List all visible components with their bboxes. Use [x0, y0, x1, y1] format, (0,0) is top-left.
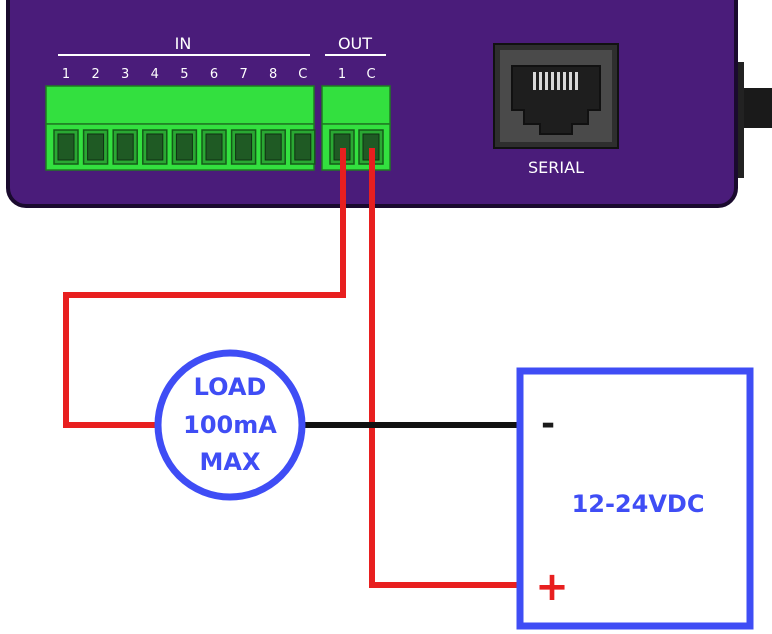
out-terminal-block	[321, 85, 391, 171]
serial-contact	[563, 72, 566, 90]
terminal-screw	[112, 129, 138, 165]
in-terminal-block	[45, 85, 316, 171]
pin-label-7: 7	[239, 67, 247, 82]
serial-port-contacts	[533, 72, 578, 90]
load: LOAD 100mA MAX	[154, 349, 306, 501]
terminal-screw	[201, 129, 227, 165]
pin-label-8: 8	[269, 67, 277, 82]
serial-port: SERIAL	[493, 43, 619, 177]
serial-label: SERIAL	[528, 158, 584, 177]
terminal-screw	[171, 129, 198, 165]
in-pin-labels: 1 2 3 4 5 6 7 8 C	[62, 67, 307, 82]
wires	[63, 148, 518, 588]
serial-contact	[539, 72, 542, 90]
in-header-label: IN	[175, 34, 192, 53]
serial-contact	[533, 72, 536, 90]
terminal-screw	[260, 129, 286, 165]
out-header: OUT	[325, 34, 386, 56]
pin-label-3: 3	[121, 67, 129, 82]
pin-label-6: 6	[210, 67, 218, 82]
pin-label-1: 1	[338, 67, 346, 82]
power-supply: - 12-24VDC +	[516, 367, 754, 630]
wire-outc-to-supply-plus	[369, 148, 518, 588]
pin-label-4: 4	[151, 67, 159, 82]
serial-contact	[545, 72, 548, 90]
supply-minus-sign: -	[541, 404, 555, 444]
load-label-line3: MAX	[200, 448, 261, 476]
in-terminal-screws	[53, 129, 316, 165]
serial-contact	[551, 72, 554, 90]
terminal-screw	[82, 129, 109, 165]
terminal-screw	[53, 129, 79, 165]
terminal-screw	[142, 129, 168, 165]
pin-label-c: C	[366, 67, 375, 82]
out-header-label: OUT	[338, 34, 372, 53]
wire-out1-to-load	[63, 148, 346, 428]
pin-label-5: 5	[180, 67, 188, 82]
serial-contact	[557, 72, 560, 90]
supply-voltage-label: 12-24VDC	[572, 490, 705, 518]
serial-contact	[575, 72, 578, 90]
in-header: IN	[58, 34, 310, 56]
terminal-screw	[290, 129, 316, 165]
load-label-line1: LOAD	[194, 373, 267, 401]
pin-label-c: C	[298, 67, 307, 82]
load-label-line2: 100mA	[183, 411, 277, 439]
terminal-screw	[230, 129, 257, 165]
supply-plus-sign: +	[535, 564, 569, 610]
pin-label-1: 1	[62, 67, 70, 82]
serial-contact	[569, 72, 572, 90]
pin-label-2: 2	[91, 67, 99, 82]
